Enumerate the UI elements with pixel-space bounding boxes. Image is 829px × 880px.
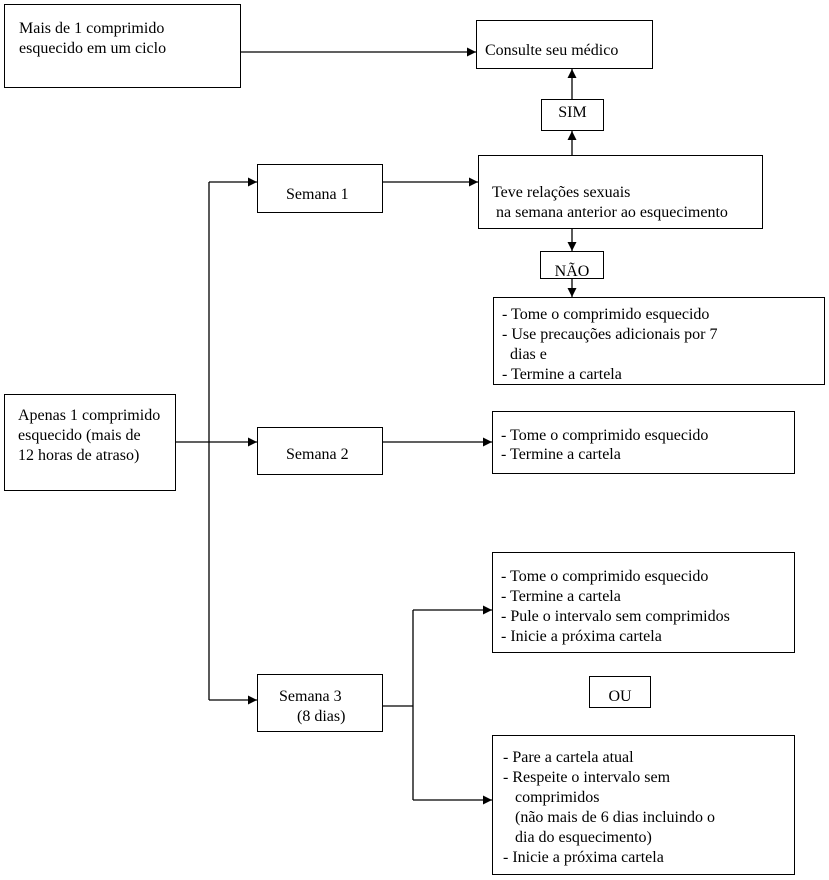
- only-one-line-2: esquecido (mais de: [18, 427, 141, 444]
- box-ou: OU: [589, 676, 651, 708]
- week2-action-1: - Tome o comprimido esquecido: [501, 427, 709, 444]
- only-one-line-3: 12 horas de atraso): [18, 447, 140, 464]
- more-than-one-line-1: Mais de 1 comprimido: [19, 20, 165, 37]
- nao-text: NÃO: [554, 263, 590, 280]
- week3-option-b-line-3: comprimidos: [503, 789, 600, 806]
- only-one-line-1: Apenas 1 comprimido: [18, 407, 161, 424]
- sim-text: SIM: [558, 104, 587, 121]
- more-than-one-line-2: esquecido em um ciclo: [19, 40, 167, 57]
- week2-text: Semana 2: [286, 446, 349, 463]
- week3-option-b-line-2: - Respeite o intervalo sem: [503, 769, 671, 786]
- box-week2: Semana 2: [257, 427, 383, 475]
- week3-option-a-line-4: - Inicie a próxima cartela: [501, 628, 662, 645]
- ou-text: OU: [608, 688, 632, 705]
- week3-option-b-line-6: - Inicie a próxima cartela: [503, 849, 664, 866]
- box-more-than-one: Mais de 1 comprimido esquecido em um cic…: [4, 4, 241, 88]
- week2-action-2: - Termine a cartela: [501, 446, 621, 463]
- box-week1: Semana 1: [257, 164, 383, 213]
- week3-option-a-line-3: - Pule o intervalo sem comprimidos: [501, 608, 730, 625]
- week3-option-b-line-5: dia do esquecimento): [503, 829, 652, 846]
- week3-option-b-line-1: - Pare a cartela atual: [503, 749, 634, 766]
- box-week3: Semana 3 (8 dias): [257, 674, 383, 732]
- week1-action-3: dias e: [502, 346, 547, 363]
- had-sex-line-2: na semana anterior ao esquecimento: [496, 204, 728, 221]
- week3-option-a-line-2: - Termine a cartela: [501, 588, 621, 605]
- box-only-one: Apenas 1 comprimido esquecido (mais de 1…: [4, 394, 176, 491]
- box-had-sex: Teve relações sexuais na semana anterior…: [478, 155, 763, 229]
- box-nao: NÃO: [540, 251, 604, 280]
- consult-doctor-text: Consulte seu médico: [485, 42, 619, 59]
- week3-line-2: (8 dias): [297, 708, 346, 725]
- box-week3-option-b: - Pare a cartela atual - Respeite o inte…: [492, 735, 795, 875]
- week1-action-4: - Termine a cartela: [502, 366, 622, 383]
- box-week1-actions: - Tome o comprimido esquecido - Use prec…: [493, 297, 825, 385]
- box-sim: SIM: [541, 99, 604, 131]
- week1-action-1: - Tome o comprimido esquecido: [502, 306, 710, 323]
- week3-option-b-line-4: (não mais de 6 dias incluindo o: [503, 809, 715, 826]
- week1-text: Semana 1: [286, 186, 349, 203]
- week3-option-a-line-1: - Tome o comprimido esquecido: [501, 568, 709, 585]
- had-sex-line-1: Teve relações sexuais: [492, 184, 631, 201]
- box-consult-doctor: Consulte seu médico: [476, 20, 653, 69]
- week1-action-2: - Use precauções adicionais por 7: [502, 326, 718, 343]
- box-week2-actions: - Tome o comprimido esquecido - Termine …: [492, 411, 795, 474]
- box-week3-option-a: - Tome o comprimido esquecido - Termine …: [492, 552, 795, 653]
- week3-line-1: Semana 3: [279, 688, 342, 705]
